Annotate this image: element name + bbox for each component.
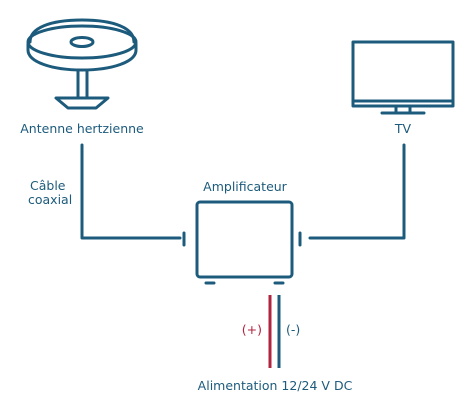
tv-icon bbox=[351, 40, 455, 115]
negative-label: (-) bbox=[286, 322, 300, 337]
antenna-label: Antenne hertzienne bbox=[20, 121, 144, 136]
tv-label: TV bbox=[394, 121, 412, 136]
positive-label: (+) bbox=[242, 322, 262, 337]
amplifier-label: Amplificateur bbox=[203, 179, 288, 194]
coaxial-cable-antenna bbox=[80, 143, 182, 240]
antenna-icon bbox=[26, 18, 138, 110]
coaxial-cable-tv bbox=[308, 143, 406, 240]
cable-label-line1: Câble bbox=[30, 178, 66, 193]
cable-label-line2: coaxial bbox=[28, 192, 72, 207]
power-label: Alimentation 12/24 V DC bbox=[198, 378, 353, 393]
amplifier-icon bbox=[182, 200, 302, 285]
